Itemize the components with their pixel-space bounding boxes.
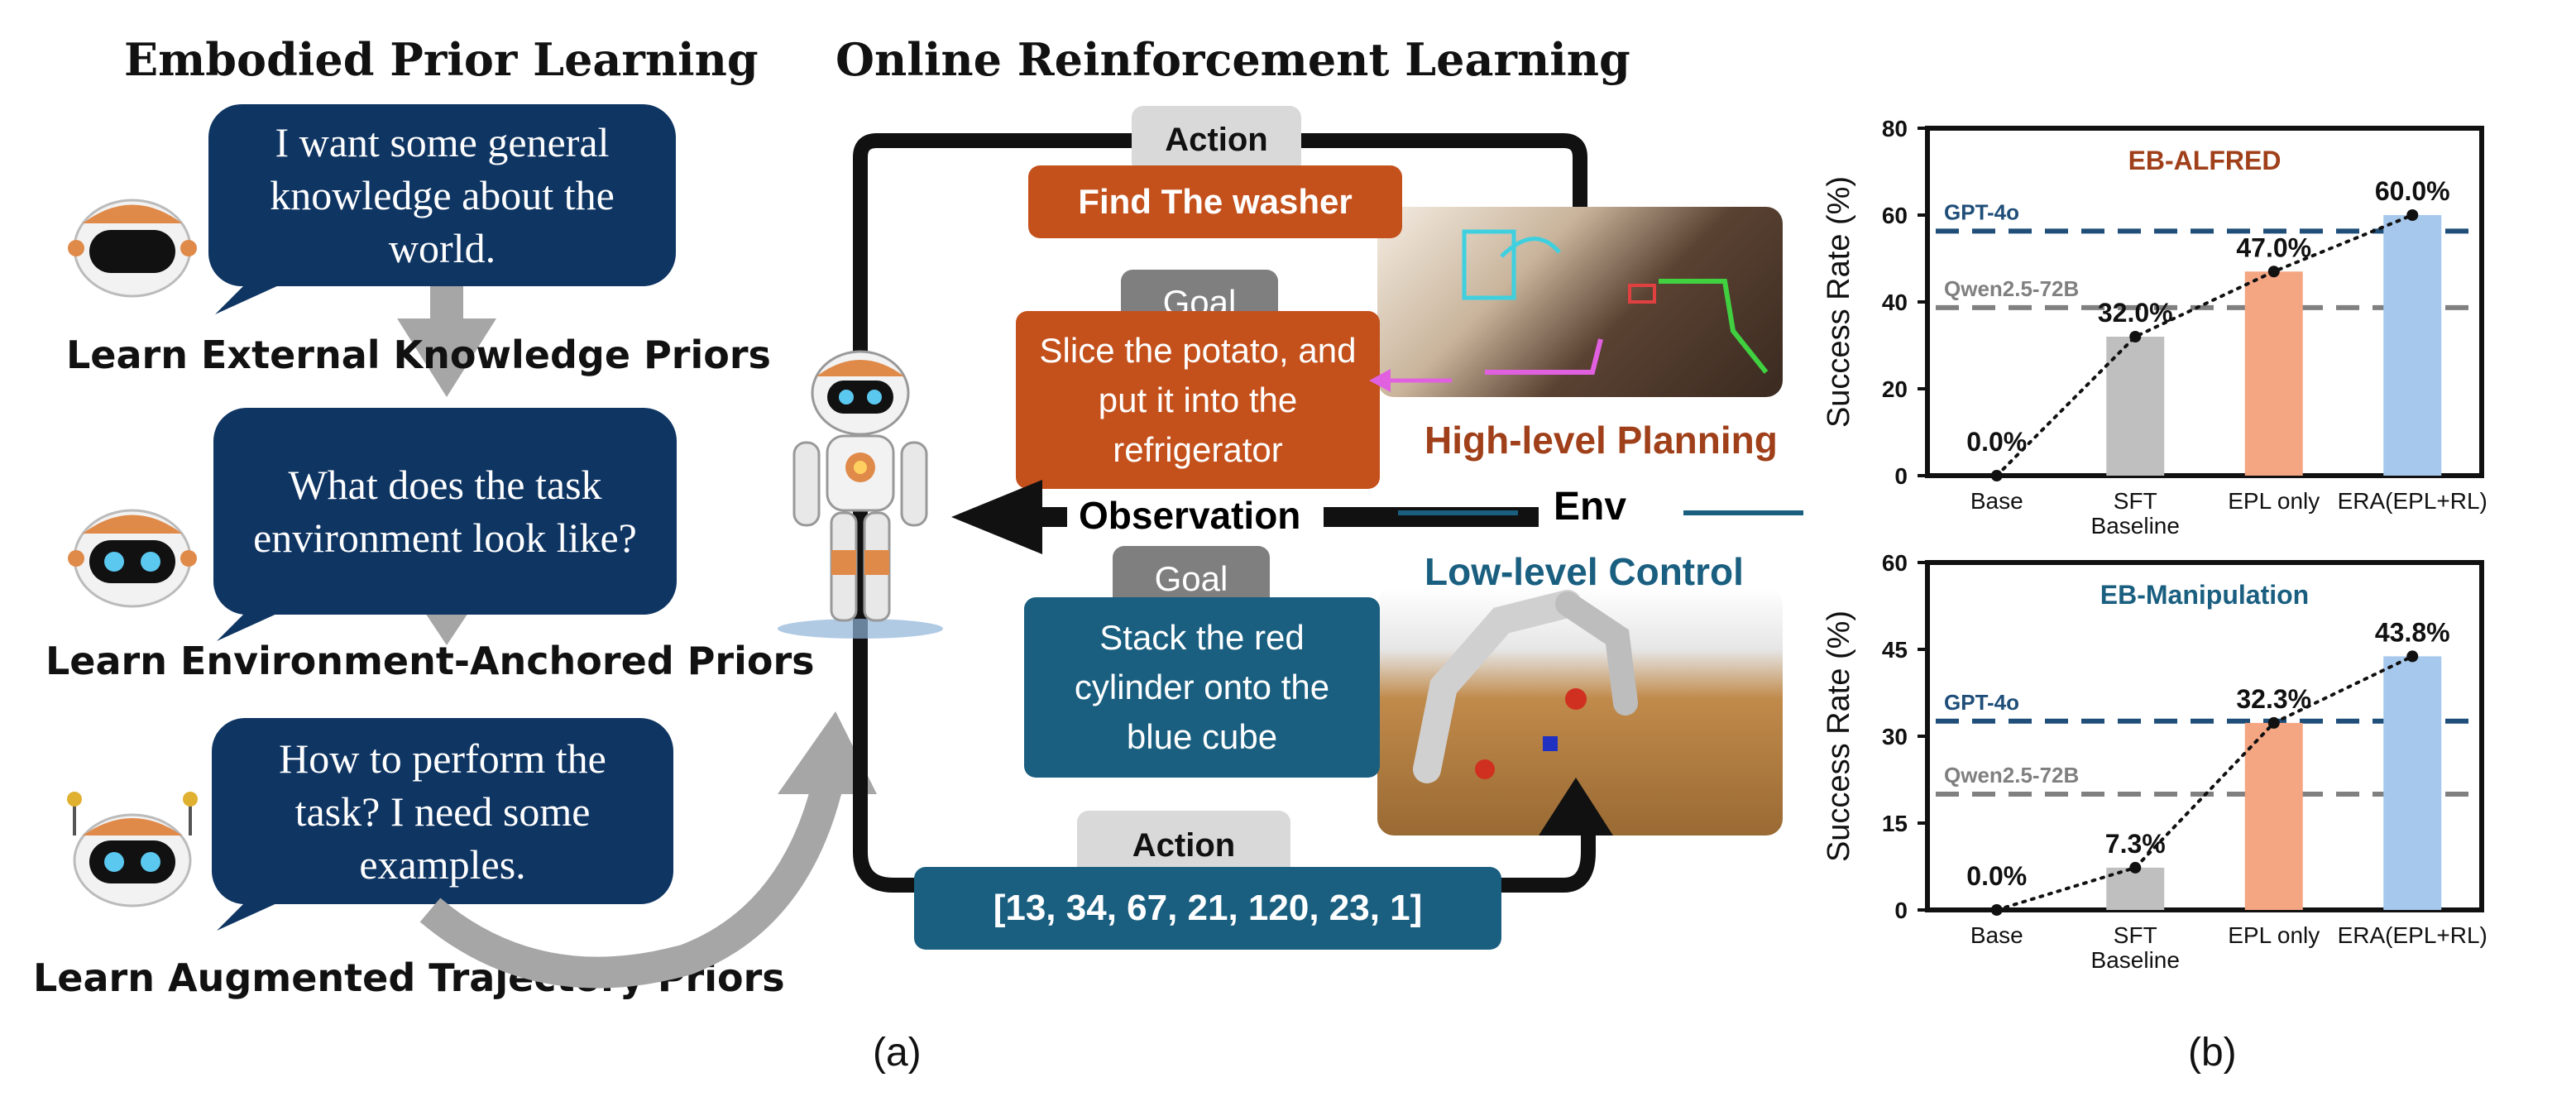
- reference-line-label: GPT-4o: [1944, 690, 2019, 715]
- caption-a: (a): [873, 1031, 922, 1075]
- bubble-tail-3: [217, 889, 308, 931]
- robot-agent-icon: [778, 350, 943, 639]
- x-tick-label: ERA(EPL+RL): [2338, 488, 2487, 514]
- data-point: [2406, 650, 2419, 663]
- robot-head-icon: [68, 509, 197, 608]
- action-bottom-value: [13, 34, 67, 21, 120, 23, 1]: [914, 867, 1501, 950]
- env-line: [1398, 510, 1803, 515]
- low-level-control-label: Low-level Control: [1424, 550, 1744, 593]
- y-tick-label: 45: [1882, 637, 1908, 663]
- y-axis-label: Success Rate (%): [1822, 176, 1856, 428]
- y-tick-label: 30: [1882, 724, 1908, 749]
- bar: [2244, 271, 2303, 476]
- x-tick-label: Base: [1970, 488, 2023, 514]
- x-tick-label: Baseline: [2091, 947, 2180, 973]
- goal-bottom-value: Stack the red cylinder onto the blue cub…: [1024, 597, 1380, 778]
- x-tick-label: SFT: [2114, 488, 2157, 514]
- bar: [2106, 867, 2165, 910]
- up-arrow-icon: [1539, 778, 1613, 835]
- bubble-tail-2: [217, 600, 308, 641]
- prior-bubble-1: I want some general knowledge about the …: [208, 104, 676, 286]
- data-label: 0.0%: [1966, 427, 2027, 457]
- epl-title: Embodied Prior Learning: [124, 33, 759, 86]
- y-tick-label: 0: [1894, 463, 1908, 489]
- robot-arm-overlay: [1413, 590, 1638, 783]
- data-point: [2267, 266, 2280, 278]
- y-tick-label: 60: [1882, 550, 1908, 576]
- data-point: [2129, 861, 2142, 874]
- data-label: 32.3%: [2236, 684, 2311, 714]
- data-label: 32.0%: [2098, 298, 2173, 328]
- y-tick-label: 15: [1882, 811, 1908, 836]
- bubble-text: How to perform the task? I need some exa…: [212, 718, 673, 904]
- env-label: Env: [1554, 485, 1627, 529]
- reference-line-label: Qwen2.5-72B: [1944, 763, 2079, 788]
- bar: [2383, 656, 2442, 910]
- trend-line: [1994, 213, 2415, 477]
- data-label: 0.0%: [1966, 861, 2027, 891]
- data-label: 60.0%: [2375, 176, 2450, 206]
- trend-line: [1994, 654, 2415, 912]
- x-tick-label: Base: [1970, 922, 2023, 948]
- bar: [2244, 722, 2303, 910]
- bar: [2383, 215, 2442, 476]
- robot-head-icon: [68, 199, 197, 298]
- bar: [2106, 337, 2165, 476]
- robot-head-icon: [67, 792, 198, 907]
- caption-b: (b): [2188, 1031, 2237, 1075]
- x-tick-label: SFT: [2114, 922, 2157, 948]
- bubble-text: What does the task environment look like…: [213, 408, 677, 615]
- y-tick-label: 80: [1882, 116, 1908, 141]
- data-point: [2267, 716, 2280, 729]
- y-tick-label: 60: [1882, 203, 1908, 228]
- data-point: [2406, 209, 2419, 221]
- observation-label: Observation: [1067, 493, 1313, 538]
- prior-label-1: Learn External Knowledge Priors: [66, 333, 771, 377]
- data-label: 43.8%: [2375, 617, 2450, 647]
- data-point: [1990, 470, 2003, 481]
- kitchen-scene-image: [1377, 207, 1783, 397]
- chart-title: EB-ALFRED: [2128, 146, 2282, 175]
- x-tick-label: EPL only: [2228, 922, 2320, 948]
- reference-line-label: Qwen2.5-72B: [1944, 276, 2079, 301]
- x-tick-label: EPL only: [2228, 488, 2320, 514]
- x-tick-label: ERA(EPL+RL): [2338, 922, 2487, 948]
- chart-title: EB-Manipulation: [2100, 580, 2309, 610]
- x-tick-label: Baseline: [2091, 513, 2180, 539]
- prior-label-2: Learn Environment-Anchored Priors: [45, 639, 815, 683]
- bubble-tail-1: [215, 273, 306, 314]
- action-top-header: Action: [1132, 106, 1301, 174]
- data-point: [2129, 331, 2142, 342]
- y-axis-label: Success Rate (%): [1822, 610, 1856, 862]
- orl-title: Online Reinforcement Learning: [836, 33, 1630, 86]
- data-label: 7.3%: [2105, 829, 2166, 859]
- planning-path-overlay: [1462, 229, 1769, 375]
- prior-bubble-3: How to perform the task? I need some exa…: [212, 718, 673, 904]
- observation-arrow: [951, 480, 1539, 554]
- data-point: [1990, 904, 2003, 916]
- y-tick-label: 40: [1882, 290, 1908, 315]
- high-level-planning-label: High-level Planning: [1424, 419, 1778, 462]
- y-tick-label: 20: [1882, 376, 1908, 402]
- reference-line-label: GPT-4o: [1944, 199, 2019, 224]
- y-tick-label: 0: [1894, 898, 1908, 923]
- transfer-arrow: [419, 711, 877, 989]
- pink-arrow: [1369, 369, 1452, 392]
- bubble-text: I want some general knowledge about the …: [208, 104, 676, 286]
- action-top-value: Find The washer: [1028, 165, 1402, 238]
- data-label: 47.0%: [2236, 232, 2311, 262]
- goal-top-value: Slice the potato, and put it into the re…: [1016, 311, 1380, 489]
- prior-bubble-2: What does the task environment look like…: [213, 408, 677, 615]
